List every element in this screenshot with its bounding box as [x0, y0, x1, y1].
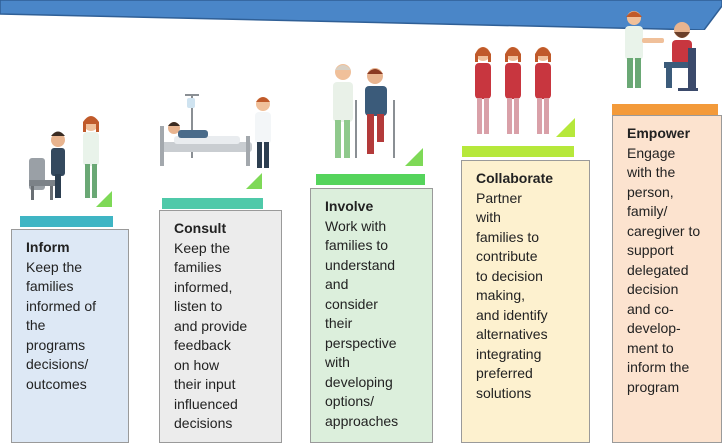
hospital-bed-illustration	[160, 94, 271, 168]
stage-bar-involve	[316, 174, 425, 185]
corner-triangle-icon	[405, 148, 423, 166]
stage-bar-empower	[612, 104, 718, 115]
stage-card-consult: Consult Keep the families informed, list…	[159, 210, 282, 443]
stage-bar-collaborate	[462, 146, 574, 157]
top-arrow-banner	[0, 0, 722, 30]
therapist-with-patient-illustration	[333, 64, 395, 158]
stage-title: Collaborate	[476, 170, 554, 186]
corner-triangle-icon	[96, 191, 112, 207]
corner-triangle-icon	[556, 118, 575, 137]
stage-description: Keep the families informed, listen to an…	[174, 239, 248, 432]
corner-triangle-icon	[246, 173, 262, 189]
stage-bar-consult	[162, 198, 263, 209]
nurse-with-patient-illustration	[29, 116, 99, 200]
stage-description: Engage with the person, family/ caregive…	[627, 144, 701, 395]
caregiver-with-person-illustration	[625, 11, 698, 91]
stage-card-collaborate: Collaborate Partner with families to con…	[461, 160, 590, 443]
stage-title: Consult	[174, 220, 227, 236]
stage-title: Inform	[26, 239, 70, 255]
stage-description: Work with families to understand and con…	[325, 217, 399, 429]
stage-description: Partner with families to contribute to d…	[476, 189, 548, 401]
stage-card-involve: Involve Work with families to understand…	[310, 188, 433, 443]
stage-card-inform: Inform Keep the families informed of the…	[11, 229, 129, 443]
three-people-illustration	[475, 47, 551, 134]
stage-title: Empower	[627, 125, 691, 141]
stage-title: Involve	[325, 198, 374, 214]
stage-bar-inform	[20, 216, 113, 227]
stage-card-empower: Empower Engage with the person, family/ …	[612, 115, 722, 443]
stage-description: Keep the families informed of the progra…	[26, 258, 97, 392]
